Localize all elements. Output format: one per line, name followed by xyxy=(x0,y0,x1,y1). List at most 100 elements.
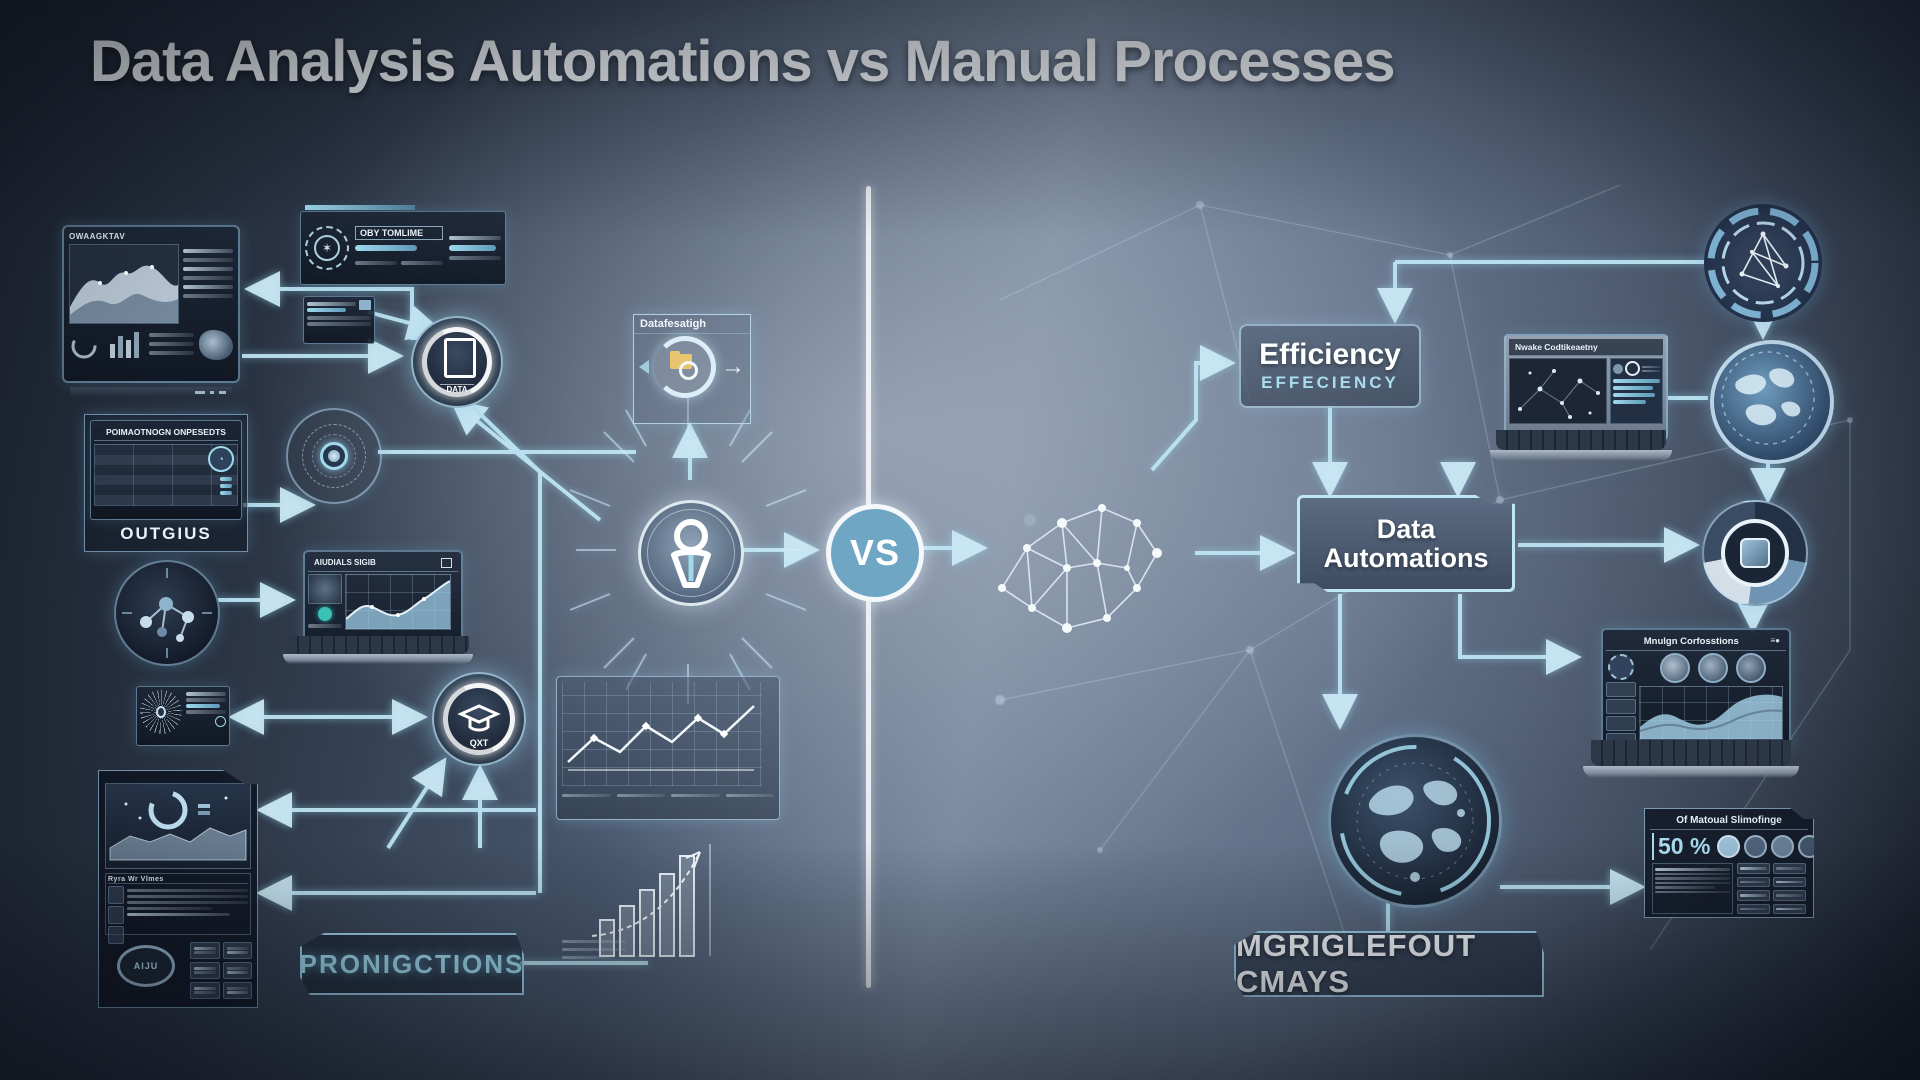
world-map-icon xyxy=(1339,745,1491,897)
outputs-footer-label: OUTGIUS xyxy=(120,524,212,543)
laptop-keyboard xyxy=(287,636,469,654)
outputs-table: ◔ xyxy=(94,444,238,506)
brain-thumb xyxy=(308,574,342,604)
graduation-cap-icon xyxy=(457,704,501,732)
wheel-label: AIJU xyxy=(133,961,159,971)
datafetch-box: Datafesatigh → xyxy=(633,314,751,424)
outputs-table-header: POIMAOTNOGN ONPESEDTS xyxy=(94,424,238,441)
pie-core-icon xyxy=(328,450,340,462)
laptop-base xyxy=(283,654,473,664)
laptop-analytics: AIUDIALS SIGIB xyxy=(283,550,473,666)
molecule-icon xyxy=(122,568,212,658)
starburst-card xyxy=(136,686,230,746)
qxt-node-label: QXT xyxy=(469,738,489,748)
automations-line1: Data xyxy=(1376,514,1436,545)
monitor-header: OWAAGKTAV xyxy=(69,232,126,241)
stats-header: Of Matoual Slimofinge xyxy=(1650,812,1808,830)
settings-side-lines xyxy=(449,231,501,265)
data-automations-box: Data Automations xyxy=(1297,495,1515,592)
molecule-node xyxy=(114,560,220,666)
menu-icon: ≡● xyxy=(1770,636,1781,645)
laptop-sidebar xyxy=(308,574,342,630)
laptop-left-header: AIUDIALS SIGIB xyxy=(314,558,376,567)
kpi-circles xyxy=(1639,653,1786,683)
automations-line2: Automations xyxy=(1323,542,1489,573)
laptop-bottom-keyboard xyxy=(1591,740,1791,766)
window-icon xyxy=(441,558,452,568)
monitor-dashboard: OWAAGKTAV xyxy=(62,225,240,397)
settings-label-box: OBY TOMLIME xyxy=(355,226,443,240)
manual-footer-frame: MGRIGLEFOUT CMAYS xyxy=(1234,931,1544,997)
stats-grid xyxy=(1737,863,1806,914)
detail-panel: Ryra Wr Vlmes AIJU xyxy=(98,770,258,1008)
progress-bar xyxy=(355,245,417,251)
bar-chart-caption xyxy=(562,935,626,964)
badge-icon xyxy=(318,607,332,621)
ring-gauge-icon xyxy=(148,790,188,830)
gauge-thumb xyxy=(71,333,97,359)
tile-grid xyxy=(190,942,252,999)
efficiency-line1: Efficiency xyxy=(1259,337,1401,371)
monitor-side-list xyxy=(183,244,233,324)
manual-stats-panel: Of Matoual Slimofinge 50 % xyxy=(1644,808,1814,918)
wave-area-chart xyxy=(1639,686,1783,740)
bar-growth-chart xyxy=(591,844,711,957)
folder-search-icon xyxy=(654,336,716,398)
vs-badge: VS xyxy=(826,504,924,602)
page-title: Data Analysis Automations vs Manual Proc… xyxy=(90,29,1396,94)
efficiency-box: Efficiency EFFECIENCY xyxy=(1239,324,1421,408)
smartphone-icon xyxy=(444,338,476,378)
settings-panel: ✶ OBY TOMLIME xyxy=(300,205,506,285)
globe-big xyxy=(1328,734,1502,908)
text-block: Ryra Wr Vlmes xyxy=(105,873,251,944)
datafetch-header: Datafesatigh xyxy=(634,315,750,334)
segment-wheel: AIJU xyxy=(103,933,189,999)
laptop-top-base xyxy=(1490,450,1672,461)
person-icon xyxy=(671,519,711,588)
data-node: DATA xyxy=(411,316,503,408)
starburst-icon xyxy=(140,690,182,734)
stats-value: 50 % xyxy=(1652,833,1710,860)
avatar-circle-icon xyxy=(1608,654,1634,680)
laptop-bottom-base xyxy=(1583,766,1799,778)
detail-section-header: Ryra Wr Vlmes xyxy=(108,876,248,884)
stats-kpi-icons xyxy=(1717,835,1814,858)
bar-growth-panel xyxy=(562,824,756,968)
outputs-panel: POIMAOTNOGN ONPESEDTS ◔ OUTGIUS xyxy=(84,414,248,552)
line-chart xyxy=(562,682,762,786)
globe-icon xyxy=(1721,351,1815,445)
network-scatter-chart xyxy=(1509,358,1607,424)
laptop-network: Nwake Codtikeaetny xyxy=(1490,334,1672,464)
mini-badge xyxy=(215,716,226,727)
monitor-base xyxy=(70,387,232,397)
globe-small xyxy=(1710,340,1834,464)
table-badge: ◔ xyxy=(208,446,234,472)
manual-hub-node xyxy=(638,500,744,606)
vs-label: VS xyxy=(849,532,901,573)
line-chart-panel xyxy=(556,676,780,820)
data-node-label: DATA xyxy=(440,384,474,394)
blob-graphic xyxy=(199,330,233,360)
laptop-bottom-header: Mnulgn Corfosstions xyxy=(1643,636,1739,647)
panel-tab-bar xyxy=(305,205,415,210)
note-card xyxy=(303,296,375,344)
rosette-dial xyxy=(1704,204,1822,322)
manual-footer-label: MGRIGLEFOUT CMAYS xyxy=(1236,928,1477,999)
arrow-right-icon: → xyxy=(721,353,745,380)
area-chart-thumb xyxy=(69,244,179,324)
mesh-dots xyxy=(995,201,1853,853)
monitor-lower-row xyxy=(69,328,233,360)
radial-pie-chart xyxy=(286,408,382,504)
laptop-top-header: Nwake Codtikeaetny xyxy=(1509,339,1663,356)
bars-thumb xyxy=(110,332,139,358)
hub-rays xyxy=(569,396,807,704)
terrain-chart xyxy=(105,783,251,869)
projections-label: PRONIGCTIONS xyxy=(299,948,525,979)
donut-core-icon xyxy=(1740,538,1770,568)
chevron-left-icon xyxy=(639,360,649,374)
projections-frame: PRONIGCTIONS xyxy=(300,933,524,995)
thumb-icon xyxy=(359,300,371,310)
stats-text-block xyxy=(1652,863,1734,914)
